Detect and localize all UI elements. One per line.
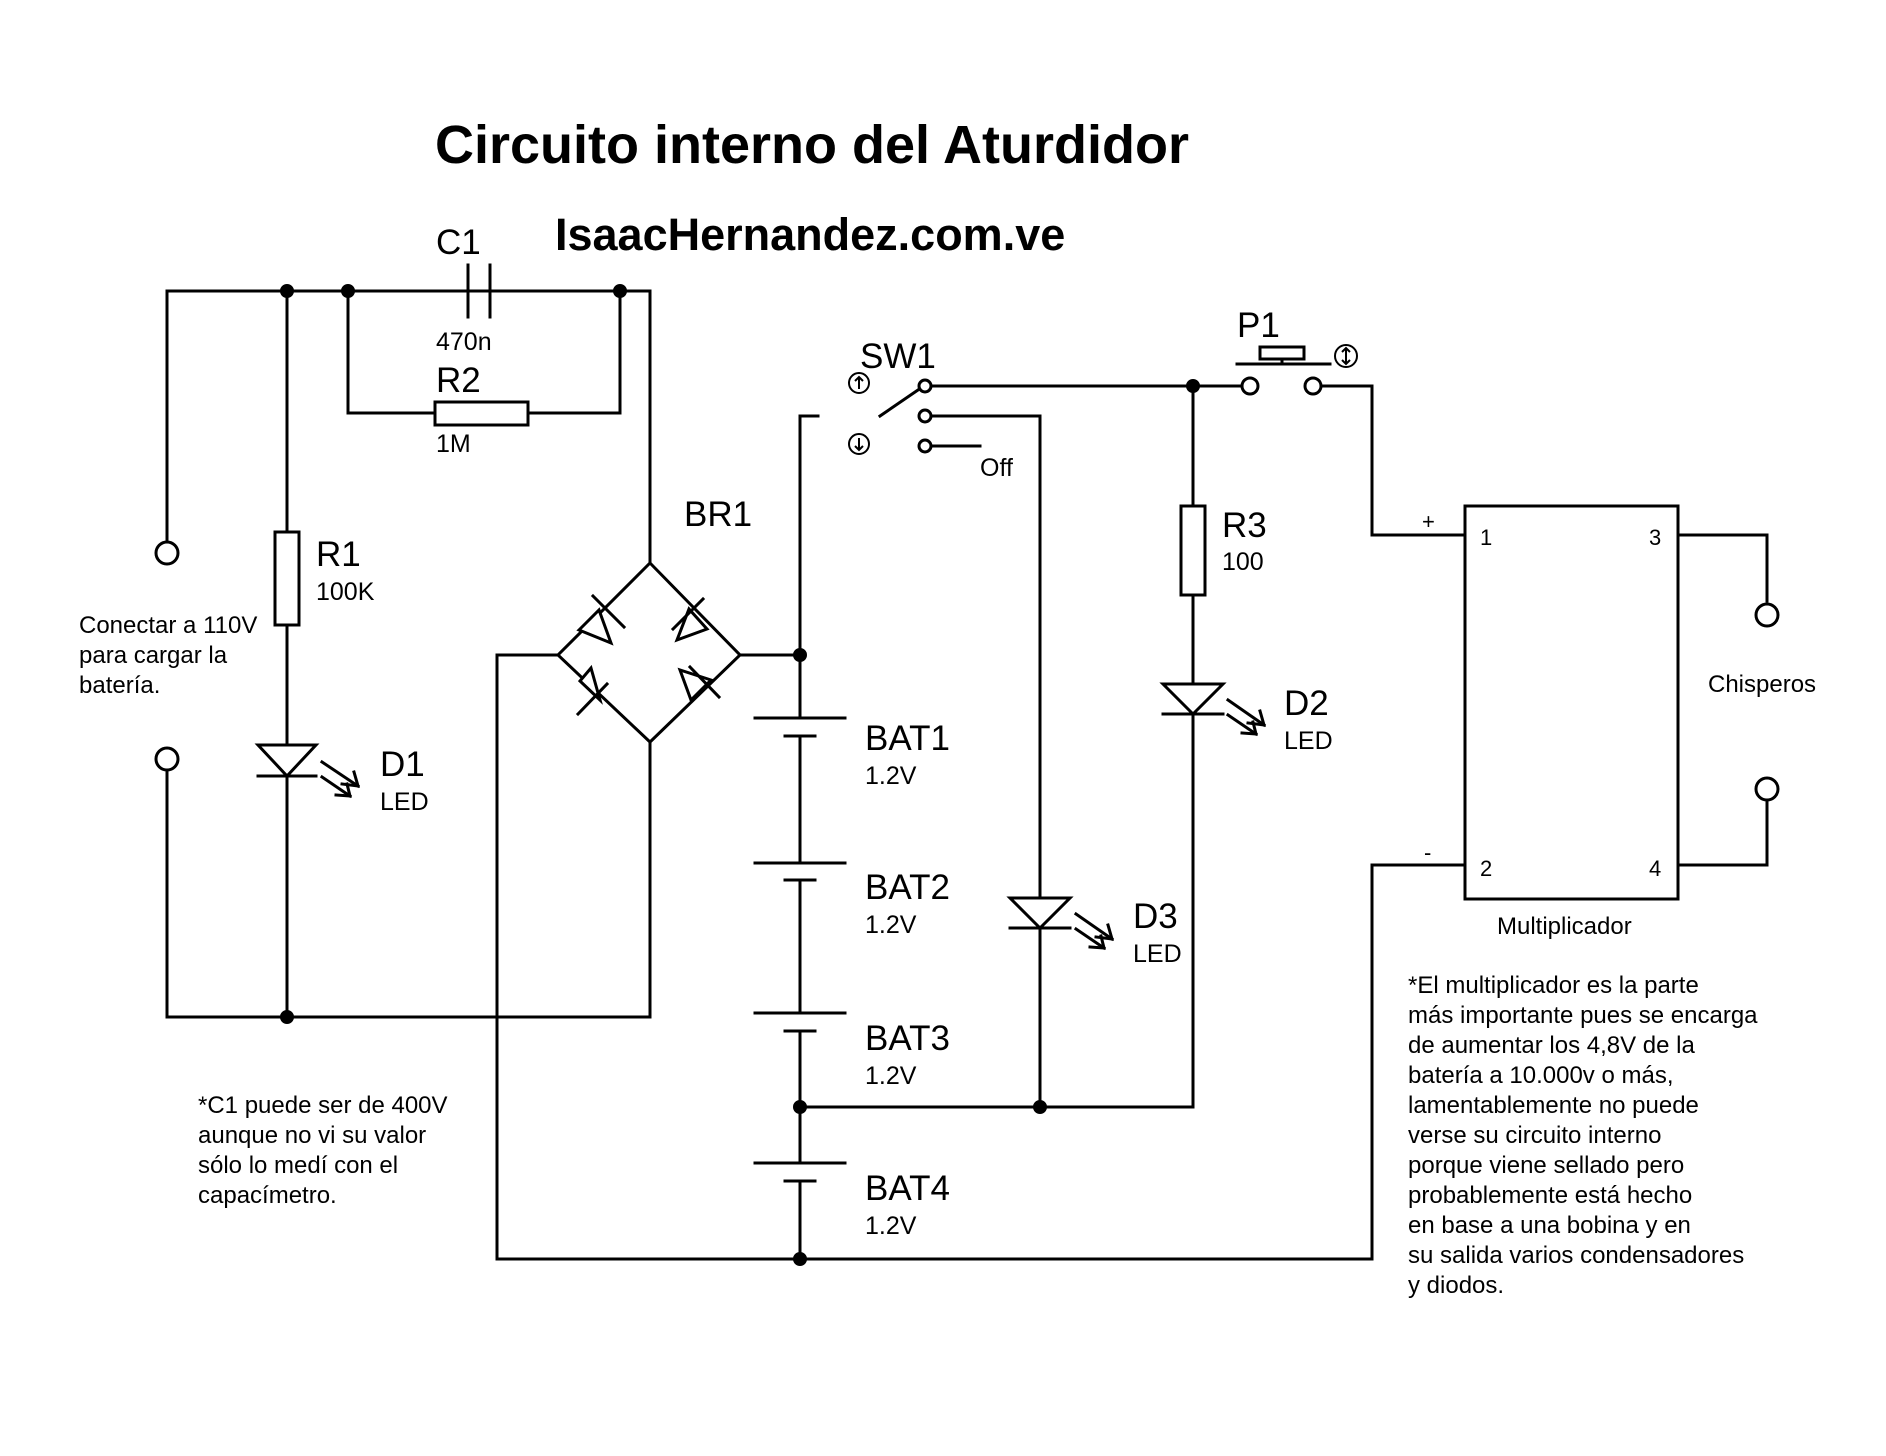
led-d3 [1006,896,1115,951]
sparker-terminals [1754,602,1780,802]
multiplier-pin-2: 2 [1480,856,1492,881]
bat1-value-label: 1.2V [865,762,917,790]
r1-value-label: 100K [316,578,375,606]
battery-bat2 [753,861,847,882]
resistor-r2 [433,400,530,427]
multiplier-pin-4: 4 [1649,856,1661,881]
multiplier-note: *El multiplicador es la parte más import… [1408,972,1764,1299]
resistor-r3 [1179,504,1207,597]
battery-bat1 [753,716,847,738]
multiplier-plus-label: + [1422,509,1435,534]
d3-value-label: LED [1133,940,1182,968]
pushbutton-p1 [1235,344,1358,396]
led-d2 [1159,682,1267,737]
bridge-rectifier-br1 [555,560,743,745]
br1-ref-label: BR1 [684,495,752,534]
d1-value-label: LED [380,788,429,816]
bat1-ref-label: BAT1 [865,719,950,758]
r3-ref-label: R3 [1222,506,1267,545]
multiplier-pin-3: 3 [1649,525,1661,550]
d2-ref-label: D2 [1284,684,1329,723]
r3-value-label: 100 [1222,548,1264,576]
capacitor-c1 [466,263,492,319]
r1-ref-label: R1 [316,535,361,574]
d3-ref-label: D3 [1133,897,1178,936]
r2-value-label: 1M [436,430,471,458]
up-arrow-icon [848,372,870,394]
wires [165,289,1769,1261]
switch-sw1 [848,372,933,455]
p1-ref-label: P1 [1237,306,1280,345]
d1-ref-label: D1 [380,745,425,784]
bat3-ref-label: BAT3 [865,1019,950,1058]
bat2-value-label: 1.2V [865,911,917,939]
d2-value-label: LED [1284,727,1333,755]
battery-bat4 [753,1161,847,1183]
r2-ref-label: R2 [436,361,481,400]
up-down-arrow-icon [1334,344,1358,368]
down-arrow-icon [848,433,870,455]
battery-bat3 [753,1011,847,1033]
charge-terminals [154,540,180,772]
bat2-ref-label: BAT2 [865,868,950,907]
multiplier-name-label: Multiplicador [1497,913,1632,940]
multiplier-minus-label: - [1424,840,1431,865]
website-label: IsaacHernandez.com.ve [555,209,1065,260]
sparkers-label: Chisperos [1708,671,1816,698]
c1-value-label: 470n [436,328,492,356]
bat4-ref-label: BAT4 [865,1169,950,1208]
sw1-off-label: Off [980,454,1013,482]
multiplier-pin-1: 1 [1480,525,1492,550]
c1-ref-label: C1 [436,223,481,262]
junction-dots [280,284,1200,1266]
resistor-r1 [273,530,301,627]
multiplier-block [1463,504,1680,901]
diagram-title: Circuito interno del Aturdidor [435,115,1189,175]
bat3-value-label: 1.2V [865,1062,917,1090]
charge-note: Conectar a 110V para cargar la batería. [79,612,264,699]
c1-note: *C1 puede ser de 400V aunque no vi su va… [198,1092,454,1209]
sw1-ref-label: SW1 [860,337,936,376]
bat4-value-label: 1.2V [865,1212,917,1240]
led-d1 [254,743,361,799]
